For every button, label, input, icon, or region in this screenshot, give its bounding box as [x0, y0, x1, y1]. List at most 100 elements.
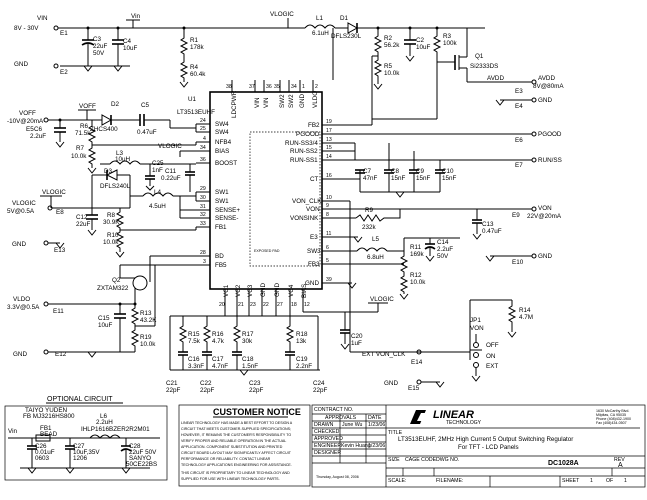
pin-pgood: PGOOD	[296, 131, 320, 138]
pin-num: 31	[200, 204, 206, 210]
of-label: OF	[606, 478, 613, 484]
von-terminal-label: VON	[538, 205, 552, 212]
pin-gnd-right: GND	[305, 280, 319, 287]
l6-ref: L6	[100, 413, 108, 420]
pin-num: 20	[219, 302, 225, 308]
c19-ref: C19	[296, 356, 308, 363]
pin-gnd-b1: GND	[260, 283, 267, 297]
c23-value: 22pF	[249, 387, 264, 394]
address-line: 1630 McCarthy Blvd.	[596, 409, 629, 413]
pin-fb5: FB5	[215, 262, 227, 269]
r14-value: 4.7M	[519, 314, 533, 321]
printed-date: Thursday, August 08, 2006	[316, 475, 359, 479]
pin-num: 2	[315, 84, 318, 90]
e3-label: E3	[515, 88, 523, 95]
r9-ref: R9	[365, 207, 374, 214]
d3-part: DFLS240L	[100, 183, 131, 190]
c7-value: 47nF	[363, 175, 378, 182]
ic-bottom-pins: VC1 VC2 VC3 GND GND VC4 BIAS 20 21 23 22…	[219, 283, 310, 308]
c10-ref: C10	[442, 168, 454, 175]
pin-num: 16	[326, 173, 332, 179]
e9-label: E9	[512, 212, 520, 219]
pin-num: 39	[326, 277, 332, 283]
pin-vldo-top: VLDO	[312, 91, 319, 108]
engineer-date: 1/23/06	[368, 443, 385, 449]
vldo-terminal-label: VLDO	[13, 296, 30, 303]
r15-value: 7.5k	[188, 338, 201, 345]
boost-section: VLOGIC L3 10uH C25 1nF C11 0.22uF D3 DFL…	[91, 143, 197, 219]
avdd-net-label: AVDD	[487, 75, 504, 82]
r10-ref: R10	[107, 232, 119, 239]
c26-ref: C26	[35, 443, 47, 450]
pin-num: 37	[249, 84, 255, 90]
pin-num: 34	[200, 145, 206, 151]
drawn-name: June Wu	[342, 422, 362, 428]
pin-boost: BOOST	[215, 160, 237, 167]
notice-line: VERIFY PROPER AND RELIABLE OPERATION IN …	[181, 439, 286, 443]
e14-label: E14	[411, 359, 423, 366]
approvals-label: APPROVALS	[325, 415, 357, 421]
avdd-spec: 8V@80mA	[533, 83, 564, 90]
q2-part: ZXTAM322	[97, 285, 129, 292]
pin-num: 5	[326, 258, 329, 264]
von-section: VON 22V@20mA E9 R9 232k C13 0.47uF	[340, 200, 562, 352]
r12-ref: R12	[410, 272, 422, 279]
pin-sw3: SW3	[307, 248, 321, 255]
pin-num: 10	[326, 195, 332, 201]
pin-vc2: VC2	[235, 284, 242, 297]
optional-circuit-title: OPTIONAL CIRCUIT	[47, 396, 113, 403]
c24-value: 22pF	[313, 387, 328, 394]
r18-value: 13k	[296, 338, 307, 345]
vlogic-net-label: VLOGIC	[42, 189, 66, 196]
c3-voltage: 50V	[93, 50, 105, 57]
notice-line: LINEAR TECHNOLOGY HAS MADE A BEST EFFORT…	[181, 421, 293, 425]
drawn-date: 1/23/06	[368, 422, 385, 428]
r13-ref: R13	[140, 310, 152, 317]
d1-value: DFLS230L	[331, 33, 362, 40]
ext-von-clk-label: EXT VON_CLK	[362, 351, 406, 358]
l6-value: 2.2uH	[96, 419, 113, 426]
c12-ref: C12	[76, 214, 88, 221]
c9-ref: C9	[416, 168, 425, 175]
e2-label: E2	[60, 69, 68, 76]
l1-ref: L1	[316, 15, 324, 22]
customer-notice: CUSTOMER NOTICE LINEAR TECHNOLOGY HAS MA…	[178, 404, 311, 487]
l1-value: 6.1uH	[312, 30, 329, 37]
c28-part: 50CE22BS	[126, 461, 157, 468]
rev-label: REV	[614, 457, 625, 463]
voff-net-label: VOFF	[79, 103, 96, 110]
l3-value: 10uH	[115, 156, 131, 163]
vlogic-out-section: VLOGIC 5V@0.5A E8 VLOGIC C12 22uF R8 30.…	[7, 189, 197, 258]
e12-label: E12	[55, 351, 67, 358]
r6-ref: R6	[80, 123, 89, 130]
pin-num: 22	[263, 302, 269, 308]
c13-value: 0.47uF	[482, 228, 502, 235]
gnd-e12-label: GND	[13, 351, 27, 358]
c26-value: 0.01uF	[35, 449, 55, 456]
pin-num: 36	[200, 157, 206, 163]
c15-value: 10uF	[98, 322, 113, 329]
notice-line: CIRCUIT THAT MEETS CUSTOMER-SUPPLIED SPE…	[181, 427, 291, 431]
pin-num: 28	[200, 250, 206, 256]
pin-bias-bottom: BIAS	[301, 284, 308, 298]
pin-vin-b: VIN	[263, 97, 270, 108]
c21-value: 22pF	[166, 387, 181, 394]
pin-num: 23	[250, 302, 256, 308]
c22-value: 22pF	[200, 387, 215, 394]
ic-top-pins: LDCPWR VIN VIN SW2 SW2 GND VLDO 38 37 36…	[226, 80, 319, 118]
c4-value: 10uF	[123, 45, 138, 52]
pin-num: 4	[203, 136, 206, 142]
pin-vc4: VC4	[288, 284, 295, 297]
e6-label: E6	[515, 137, 523, 144]
d3-ref: D3	[104, 168, 113, 175]
c11-ref: C11	[165, 168, 177, 175]
pin-run-ss2: RUN-SS2	[290, 148, 318, 155]
pin-fb1: FB1	[215, 224, 227, 231]
pin-num: 12	[304, 302, 310, 308]
compensation-section: R15 7.5k C16 3.3nF R16 4.7k C17 4.7nF R1…	[166, 296, 394, 394]
pgood-terminal-label: PGOOD	[538, 131, 562, 138]
c6-value: 2.2uF	[30, 133, 46, 140]
dwg-number: DC1028A	[548, 460, 579, 467]
